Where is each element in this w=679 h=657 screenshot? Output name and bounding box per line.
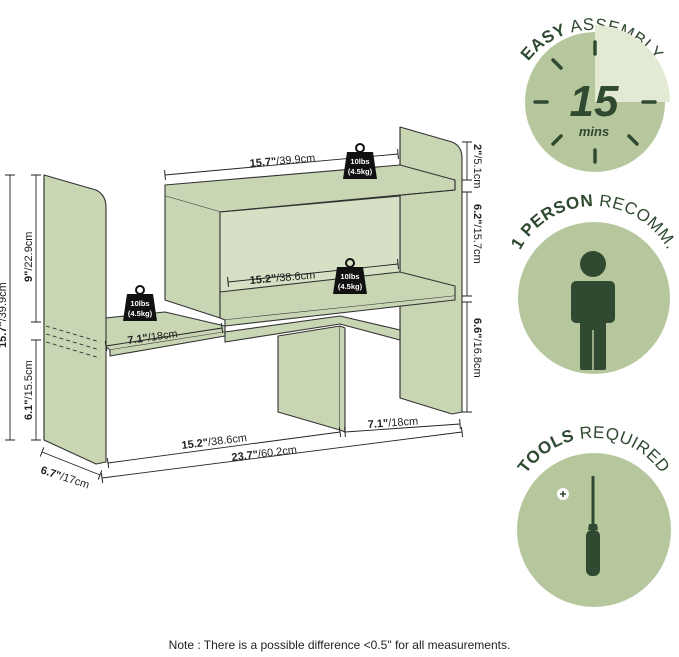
svg-text:(4.5kg): (4.5kg) bbox=[348, 167, 373, 176]
measurement-note: Note : There is a possible difference <0… bbox=[168, 638, 511, 652]
badge-one-person: 1 PERSON RECOMM. bbox=[507, 191, 679, 374]
screwdriver-icon bbox=[557, 476, 600, 576]
dim-middle-shelf-width: 15.2"/38.6cm bbox=[249, 269, 316, 287]
right-side-panel bbox=[399, 126, 463, 415]
badge-easy-assembly: EASY ASSEMBLY 15 mins bbox=[517, 15, 670, 172]
svg-text:10lbs: 10lbs bbox=[130, 299, 149, 308]
dim-left-upper-height: 9"/22.9cm bbox=[23, 232, 35, 282]
dim-right-top-height: 2"/5.1cm bbox=[471, 144, 483, 188]
weight-icon-left: 10lbs (4.5kg) bbox=[123, 285, 157, 321]
dim-total-width: 23.7"/60.2cm bbox=[231, 444, 298, 464]
assembly-minutes: 15 bbox=[570, 77, 619, 126]
clock-icon bbox=[533, 40, 657, 164]
weight-icon-top: 10lbs (4.5kg) bbox=[343, 143, 377, 179]
dim-left-shelf-width: 7.1"/18cm bbox=[127, 328, 179, 347]
dim-right-mid-height: 6.2"/15.7cm bbox=[471, 204, 483, 264]
assembly-unit: mins bbox=[579, 124, 609, 139]
svg-text:10lbs: 10lbs bbox=[350, 157, 369, 166]
svg-text:10lbs: 10lbs bbox=[340, 272, 359, 281]
dimension-labels: 15.7"/39.9cm 15.2"/38.6cm 7.1"/18cm 15.2… bbox=[0, 144, 483, 491]
svg-text:(4.5kg): (4.5kg) bbox=[338, 282, 363, 291]
dim-total-height: 15.7"/39.9cm bbox=[0, 282, 9, 348]
dim-left-lower-height: 6.1"/15.5cm bbox=[23, 360, 35, 420]
left-side-panel bbox=[43, 174, 107, 465]
clock-wedge bbox=[595, 25, 670, 102]
dim-bottom-left-width: 15.2"/38.6cm bbox=[181, 432, 248, 452]
middle-vertical-panel bbox=[277, 325, 341, 431]
person-icon bbox=[571, 251, 615, 370]
dim-right-low-height: 6.6"/16.8cm bbox=[471, 318, 483, 378]
shelf-illustration bbox=[43, 126, 463, 465]
svg-text:(4.5kg): (4.5kg) bbox=[128, 309, 153, 318]
dim-bottom-right-width: 7.1"/18cm bbox=[367, 416, 418, 431]
dim-top-shelf-width: 15.7"/39.9cm bbox=[249, 152, 316, 170]
weight-icon-middle: 10lbs (4.5kg) bbox=[333, 258, 367, 294]
badge-tools-required: TOOLS REQUIRED bbox=[514, 423, 673, 607]
